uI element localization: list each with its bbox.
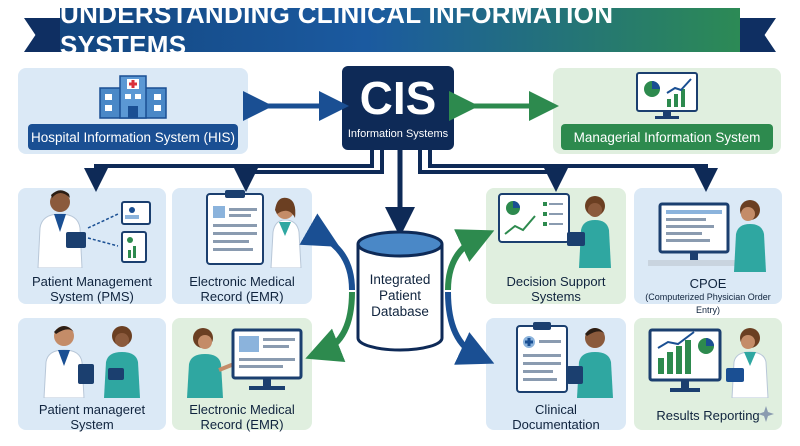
his-panel: Hospital Information System (HIS): [18, 68, 248, 154]
card-emr-top: Electronic Medical Record (EMR): [172, 188, 312, 304]
card-emr-top-line2: Record (EMR): [200, 289, 284, 304]
right-curve-blue-arrow: [445, 291, 495, 365]
results-monitor-icon: [648, 328, 769, 398]
cis-center-box: CIS Information Systems: [342, 66, 454, 150]
doctor-tablet-icon: [37, 190, 151, 268]
card-clinical-documentation: Clinical Documentation: [486, 318, 626, 432]
left-curve-green-arrow: [305, 291, 355, 363]
cis-to-emr-connector: [234, 150, 384, 192]
nurse-dashboard-icon: [498, 193, 611, 268]
ribbon-band: UNDERSTANDING CLINICAL INFORMATION SYSTE…: [60, 0, 740, 60]
card-pm-line1: Patient manageret: [38, 402, 146, 417]
card-results-reporting: Results Reporting: [634, 318, 782, 430]
hospital-icon: [99, 75, 167, 119]
card-patient-manageret: Patient manageret System: [18, 318, 166, 432]
right-curve-green-arrow: [445, 229, 495, 291]
card-emr-bottom: Electronic Medical Record (EMR): [172, 318, 312, 432]
page-title: UNDERSTANDING CLINICAL INFORMATION SYSTE…: [60, 0, 614, 60]
database-label-line1: Integrated: [369, 272, 431, 287]
card-pm-line2: System: [70, 417, 114, 432]
cis-to-cpoe-connector: [428, 150, 718, 192]
mis-label: Managerial Information System: [561, 124, 773, 150]
card-emr-top-line1: Electronic Medical: [189, 274, 295, 289]
clipboard-clinician-icon: [516, 322, 613, 398]
card-pms-line2: System (PMS): [50, 289, 134, 304]
left-curve-blue-arrow: [299, 213, 355, 291]
cis-to-pms-connector: [84, 150, 374, 192]
card-dss-line1: Decision Support: [506, 274, 606, 289]
card-pms-line1: Patient Management: [32, 274, 152, 289]
title-ribbon: UNDERSTANDING CLINICAL INFORMATION SYSTE…: [24, 0, 776, 60]
card-rr-line1: Results Reporting: [656, 408, 760, 423]
mis-panel: Managerial Information System: [553, 68, 781, 154]
card-cd-line1: Clinical: [535, 402, 577, 417]
card-decision-support: Decision Support Systems: [486, 188, 626, 304]
database-label: Integrated Patient Database: [356, 272, 444, 320]
card-emr-bottom-line1: Electronic Medical: [189, 402, 295, 417]
database-label-line2: Patient: [378, 288, 422, 303]
analytics-monitor-icon: [636, 72, 698, 119]
cis-subtitle: Information Systems: [347, 128, 449, 140]
card-cpoe-line2: (Computerized Physician Order Entry): [645, 292, 771, 315]
cis-title: CIS: [359, 72, 437, 124]
cis-to-dss-connector: [418, 150, 568, 192]
monitor-nurse-icon: [187, 328, 303, 398]
card-patient-management-system: Patient Management System (PMS): [18, 188, 166, 304]
card-emr-bottom-line2: Record (EMR): [200, 417, 284, 432]
card-cpoe: CPOE (Computerized Physician Order Entry…: [634, 188, 782, 315]
computer-nurse-icon: [648, 200, 766, 272]
card-cpoe-line1: CPOE: [689, 276, 727, 291]
two-clinicians-icon: [43, 326, 140, 398]
his-label: Hospital Information System (HIS): [28, 124, 238, 150]
card-cd-line2: Documentation: [512, 417, 600, 432]
database-cylinder-icon: [356, 230, 444, 352]
card-dss-line2: Systems: [531, 289, 581, 304]
database-label-line3: Database: [371, 304, 429, 319]
clipboard-doctor-icon: [206, 190, 302, 268]
sparkle-icon: [758, 406, 774, 422]
